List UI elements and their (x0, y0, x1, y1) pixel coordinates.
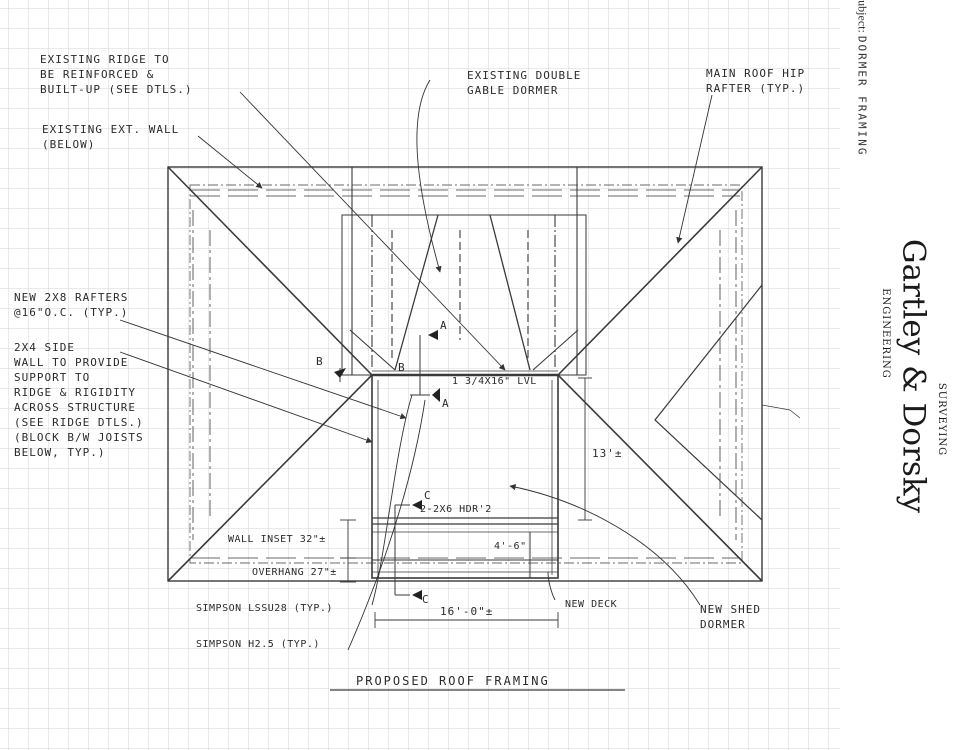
note-simpson-lssu28: Simpson LSSU28 (typ.) (196, 603, 333, 614)
drawing-title: Proposed roof framing (356, 674, 550, 688)
section-label-a-top: A (440, 319, 448, 332)
subject-value: Dormer Framing (855, 35, 869, 157)
note-wall-inset: Wall inset 32"± (228, 534, 326, 545)
subject-label: Subject: (855, 0, 870, 33)
note-lvl: 1 3/4x16" LVL (452, 376, 537, 387)
section-arrow-b-left (334, 368, 346, 378)
logo-surveying: SURVEYING (936, 382, 947, 457)
hip-rafter-line (167, 374, 373, 582)
section-label-c-bottom: C (422, 593, 430, 606)
dimension-4ft-6in: 4'-6" (494, 541, 527, 552)
note-new-rafters: New 2x8 rafters @16"o.c. (typ.) (14, 291, 129, 319)
logo-name: Gartley & Dorsky (895, 238, 932, 514)
note-existing-ridge: Existing ridge to be reinforced & built-… (40, 53, 193, 96)
new-shed-dormer (371, 374, 559, 579)
roof-framing-drawing (167, 166, 801, 691)
section-arrow-a-top (428, 330, 438, 340)
note-existing-wall: Existing ext. wall (below) (42, 123, 180, 151)
dimension-13ft: 13'± (592, 447, 623, 460)
dimension-16ft: 16'-0"± (440, 605, 494, 618)
note-new-shed-dormer: New shed dormer (700, 603, 761, 631)
section-label-b-left: B (316, 355, 324, 368)
subject-field: Subject: Dormer Framing (842, 0, 882, 246)
section-label-c-top: C (424, 489, 432, 502)
hip-rafter-line (557, 374, 763, 582)
leader-arrows (119, 79, 713, 651)
note-overhang: Overhang 27"± (252, 567, 337, 578)
section-label-b-right: B (398, 361, 406, 374)
note-new-deck: New deck (565, 599, 618, 610)
note-side-wall: 2x4 side wall to provide support to ridg… (14, 341, 144, 459)
note-simpson-h25: Simpson H2.5 (typ.) (196, 639, 320, 650)
note-header: 2-2x6 hdr'2 (420, 504, 492, 515)
logo-engineering: ENGINEERING (880, 288, 891, 379)
hip-rafter-line (167, 166, 373, 376)
note-existing-dormer: Existing double gable dormer (467, 69, 582, 97)
section-arrow-c-top (412, 500, 422, 510)
hip-rafter-line (557, 166, 763, 376)
section-arrow-c-bottom (412, 590, 422, 600)
section-label-a-bottom: A (442, 397, 450, 410)
company-logo: Gartley & Dorsky ENGINEERING SURVEYING (868, 238, 960, 513)
section-arrow-a-bottom (432, 388, 440, 402)
note-hip-rafter: Main roof hip rafter (typ.) (706, 67, 806, 95)
